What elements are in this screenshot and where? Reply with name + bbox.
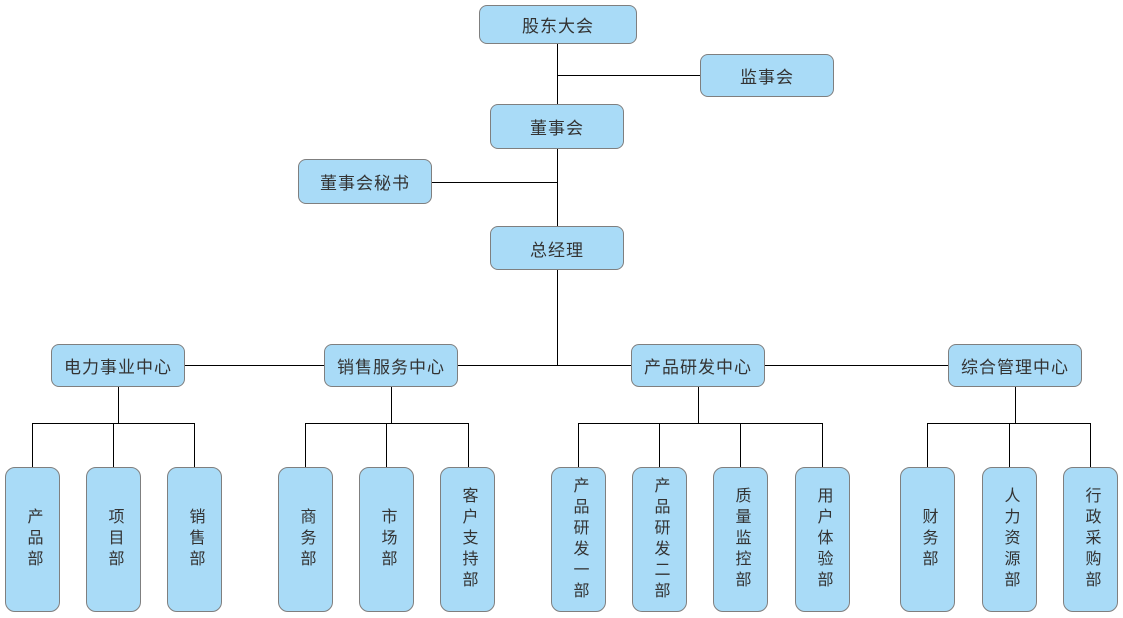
connector-line [578, 423, 823, 424]
connector-line [578, 423, 579, 467]
connector-line [740, 423, 741, 467]
org-node-dept-sales: 销售部 [167, 467, 222, 612]
connector-line [557, 149, 558, 227]
connector-line [468, 423, 469, 467]
org-node-dept-project: 项目部 [86, 467, 141, 612]
org-node-dept-finance: 财务部 [900, 467, 955, 612]
connector-line [391, 387, 392, 423]
connector-line [32, 423, 33, 467]
org-node-dept-user-experience: 用户体验部 [795, 467, 850, 612]
connector-line [194, 423, 195, 467]
org-node-center-sales-service: 销售服务中心 [324, 344, 458, 387]
connector-line [1090, 423, 1091, 467]
org-node-center-general-mgmt: 综合管理中心 [948, 344, 1082, 387]
org-node-board-of-directors: 董事会 [490, 104, 624, 149]
org-node-dept-quality-control: 质量监控部 [713, 467, 768, 612]
org-node-dept-admin-procurement: 行政采购部 [1063, 467, 1118, 612]
connector-line [305, 423, 306, 467]
connector-line [659, 423, 660, 467]
org-node-supervisory-board: 监事会 [700, 54, 834, 97]
connector-line [557, 44, 558, 105]
connector-line [185, 365, 948, 366]
connector-line [1009, 423, 1010, 467]
connector-line [927, 423, 928, 467]
connector-line [557, 270, 558, 365]
connector-line [557, 75, 701, 76]
org-node-dept-human-resources: 人力资源部 [982, 467, 1037, 612]
org-node-dept-marketing: 市场部 [359, 467, 414, 612]
org-node-dept-rnd-one: 产品研发一部 [551, 467, 606, 612]
org-node-board-secretary: 董事会秘书 [298, 159, 432, 204]
connector-line [822, 423, 823, 467]
org-node-center-product-rnd: 产品研发中心 [631, 344, 765, 387]
org-node-dept-rnd-two: 产品研发二部 [632, 467, 687, 612]
org-node-dept-product: 产品部 [5, 467, 60, 612]
connector-line [432, 182, 558, 183]
org-node-dept-business: 商务部 [278, 467, 333, 612]
org-node-shareholders-meeting: 股东大会 [479, 5, 637, 44]
connector-line [113, 423, 114, 467]
connector-line [386, 423, 387, 467]
connector-line [1015, 387, 1016, 423]
connector-line [698, 387, 699, 423]
connector-line [118, 387, 119, 423]
org-node-center-power-business: 电力事业中心 [51, 344, 185, 387]
org-node-general-manager: 总经理 [490, 226, 624, 270]
org-node-dept-customer-support: 客户支持部 [440, 467, 495, 612]
